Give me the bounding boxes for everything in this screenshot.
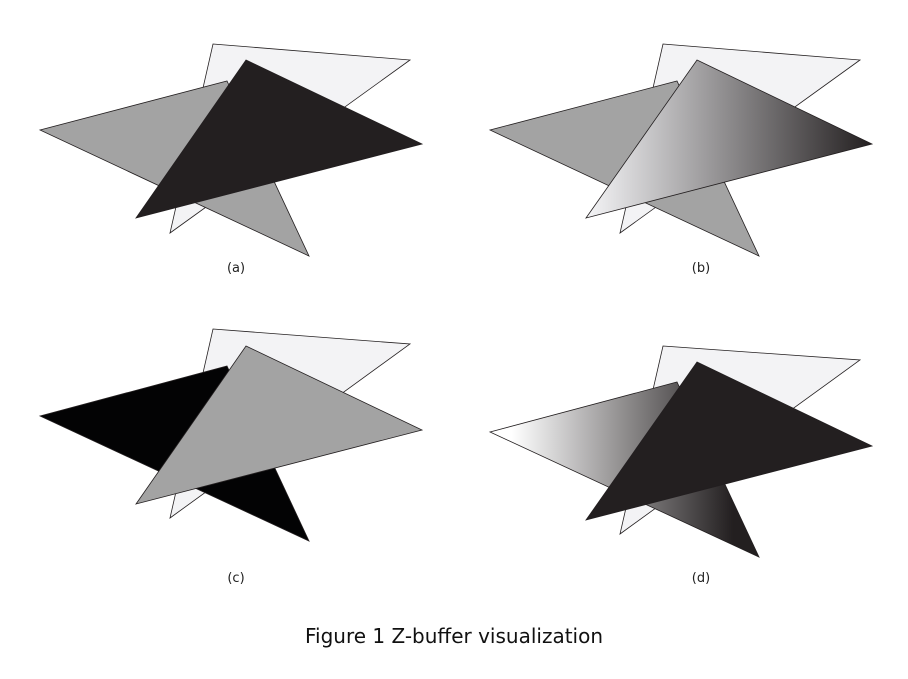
panel-c-front-triangle	[135, 345, 424, 505]
panel-b-front-triangle	[585, 59, 874, 219]
panel-d-label: (d)	[691, 571, 711, 586]
panel-c-label: (c)	[227, 571, 245, 586]
panel-d	[488, 345, 874, 558]
panel-a-front-triangle	[135, 59, 424, 219]
panel-b-label: (b)	[691, 261, 711, 276]
figure-caption: Figure 1 Z-buffer visualization	[304, 624, 604, 648]
panel-b	[488, 43, 874, 257]
panel-c	[38, 328, 424, 542]
panel-a	[38, 43, 424, 257]
panel-d-front-triangle	[585, 361, 874, 521]
panel-a-label: (a)	[226, 261, 246, 276]
z-buffer-figure	[38, 43, 874, 558]
